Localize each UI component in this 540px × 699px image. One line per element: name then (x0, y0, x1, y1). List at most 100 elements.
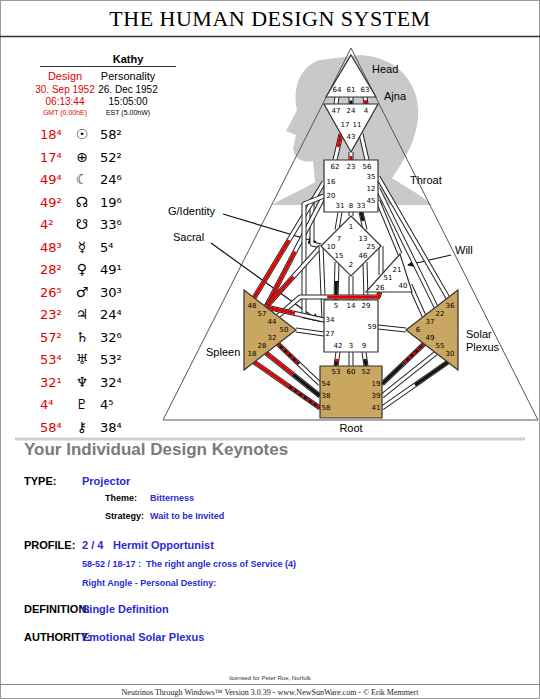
gate-number: 14 (347, 303, 356, 310)
gate-number: 52 (362, 369, 371, 376)
energy-center: Solar Plexus3622376495530 (406, 290, 458, 370)
gate-number: 30 (446, 351, 455, 358)
design-activation: 48³ (40, 239, 62, 254)
center-name: Solar Plexus (466, 328, 508, 353)
channel-group (254, 362, 320, 408)
channel (365, 97, 366, 104)
personality-activation: 24⁴ (100, 307, 122, 322)
gate-number: 56 (363, 164, 372, 171)
gate-activation (350, 156, 353, 160)
gate-number: 15 (335, 253, 344, 260)
gate-number: 41 (372, 405, 381, 412)
center-outline (244, 290, 296, 370)
gate-number: 12 (367, 186, 376, 193)
center-outline (320, 366, 382, 418)
channel-group (296, 330, 324, 334)
channel-group (336, 97, 337, 104)
gate-number: 22 (436, 311, 445, 318)
design-activation: 4⁴ (40, 397, 53, 412)
channel (336, 262, 337, 300)
personality-activation: 38⁴ (100, 419, 122, 434)
design-activation: 57² (40, 329, 62, 344)
channel (349, 352, 354, 366)
keynote-value: Emotional Solar Plexus (82, 631, 204, 643)
center-name: Will (455, 244, 473, 257)
gate-activation (287, 385, 320, 408)
design-activation: 53⁴ (40, 352, 62, 367)
channel-core (365, 97, 366, 104)
planet-symbol: ⊕ (76, 149, 88, 165)
gate-number: 26 (376, 285, 385, 292)
channel-core (382, 362, 448, 408)
gate-number: 59 (368, 324, 377, 331)
channel (361, 134, 367, 160)
channel (378, 327, 406, 330)
energy-center: Throat622356162035124531833 (324, 160, 378, 212)
gate-activation (254, 362, 287, 385)
channel-core (350, 352, 353, 366)
planet-symbol: ☿ (78, 239, 87, 255)
planet-symbol: ♃ (76, 306, 89, 322)
keynote-label: Strategy: (105, 511, 144, 521)
gate-number: 23 (347, 164, 356, 171)
channel-core (380, 246, 383, 275)
gate-number: 55 (436, 343, 445, 350)
personality-activation: 24⁶ (100, 172, 122, 187)
energy-center: G/Identity1713102515246 (321, 216, 381, 276)
channel-core (254, 362, 320, 408)
design-activation: 18⁴ (40, 127, 62, 142)
center-outline (324, 300, 378, 352)
keynote-value: Wait to be Invited (150, 511, 224, 521)
personality-activation: 30³ (100, 284, 122, 299)
channel (410, 285, 424, 316)
channel-group (361, 134, 367, 160)
keynote-label: TYPE: (24, 475, 56, 487)
keynote-value: Projector (82, 475, 130, 487)
gate-activation (403, 344, 424, 364)
gate-activation (365, 359, 366, 366)
gate-number: 16 (327, 179, 336, 186)
personality-activation: 4⁵ (100, 397, 113, 412)
planet-symbol: ♂ (76, 284, 89, 300)
outer-triangle (163, 48, 538, 420)
channel-group (365, 97, 366, 104)
channel (336, 352, 338, 366)
energy-center: Spleen48574450322818 (244, 290, 296, 370)
channel (254, 362, 320, 408)
gate-number: 51 (384, 275, 393, 282)
gate-activation (336, 359, 337, 366)
gate-number: 18 (248, 351, 257, 358)
gate-number: 10 (327, 244, 336, 251)
personality-activation: 19⁶ (100, 194, 122, 209)
gate-number: 58 (322, 405, 331, 412)
gate-number: 39 (372, 393, 381, 400)
energy-center: Ajna47244174311 (324, 104, 378, 152)
gate-number: 37 (426, 319, 435, 326)
channel-group (364, 352, 366, 366)
personality-activation: 58² (100, 127, 122, 142)
license-note: licensed for Peter Roe, Norfolk (229, 675, 311, 681)
center-outline (366, 254, 412, 292)
gate-activation (338, 134, 341, 147)
personality-activation: 32⁴ (100, 374, 122, 389)
gate-number: 64 (333, 87, 342, 94)
center-name: G/Identity (168, 205, 215, 218)
gate-number: 60 (347, 369, 356, 376)
channel-core (266, 196, 324, 307)
personality-activation: 49¹ (100, 262, 122, 277)
channel-group (335, 134, 341, 160)
column-heading: Personality (101, 70, 155, 82)
gate-activation (415, 362, 448, 385)
gate-number: 33 (357, 203, 366, 210)
channel-group (382, 362, 448, 408)
title-rule (0, 36, 540, 38)
gate-number: 40 (399, 283, 408, 290)
channel-core (336, 352, 338, 366)
planet-symbol: ♄ (76, 329, 89, 345)
channel (266, 196, 324, 307)
personality-activation: 53² (100, 352, 122, 367)
gate-number: 54 (322, 381, 331, 388)
channel-group (378, 327, 406, 330)
gate-number: 1 (349, 224, 353, 231)
gate-number: 38 (322, 393, 331, 400)
